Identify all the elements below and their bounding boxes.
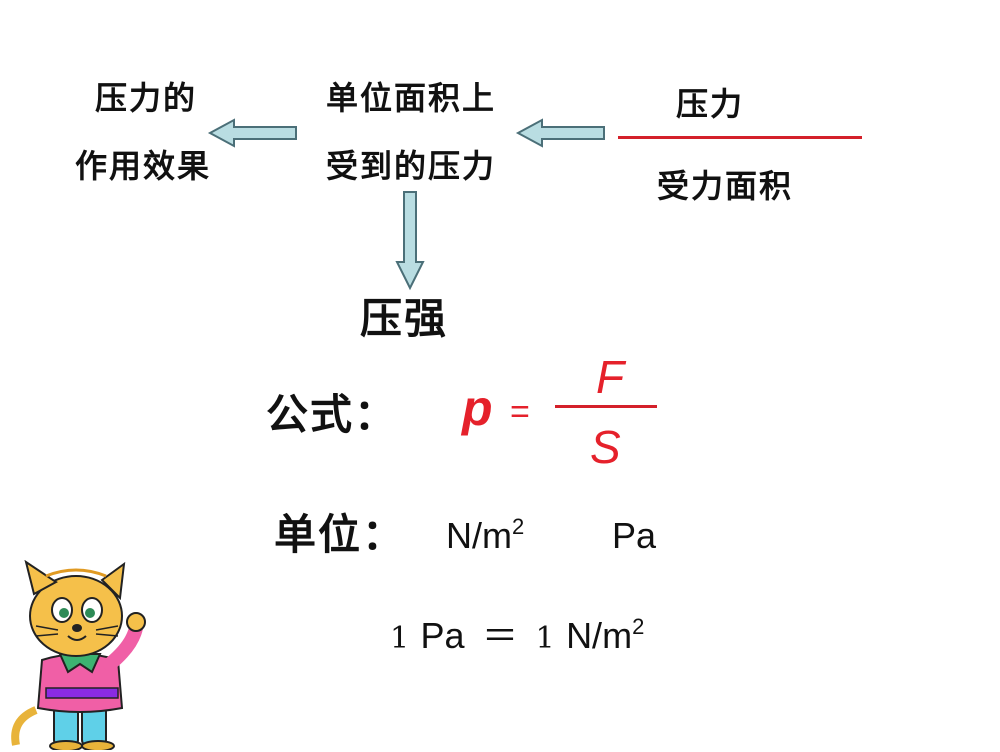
- pressure-fraction-denominator: 受力面积: [656, 167, 793, 205]
- equivalence-right-unit-exponent: 2: [632, 614, 645, 639]
- down-arrow-icon: [395, 191, 425, 291]
- equivalence-right-unit: N/m2: [566, 615, 644, 656]
- unit-newton-per-square-meter: N/m2: [446, 514, 524, 558]
- equivalence-right-number: 1: [535, 621, 555, 656]
- formula-lhs: p: [462, 380, 493, 436]
- unit-pascal: Pa: [612, 515, 657, 556]
- formula-equals: =: [510, 393, 530, 431]
- pressure-effect-line1: 压力的: [94, 79, 197, 117]
- unit-label: 单位：: [274, 510, 407, 559]
- pascal-equivalence: 1 Pa ＝ 1 N/m2: [390, 614, 644, 661]
- unit-area-force-text: 单位面积上 受到的压力: [306, 78, 516, 186]
- formula-fraction-line: [555, 405, 657, 408]
- cartoon-cat-icon: [11, 560, 146, 750]
- unit-area-line1: 单位面积上: [325, 79, 496, 117]
- pressure-fraction-line: [618, 136, 862, 139]
- pressure-term: 压强: [360, 294, 449, 343]
- pressure-fraction-numerator: 压力: [675, 85, 744, 123]
- unit1-exponent: 2: [512, 514, 525, 539]
- unit1-base: N/m: [446, 515, 512, 556]
- unit-area-line2: 受到的压力: [325, 147, 496, 185]
- pressure-effect-line2: 作用效果: [74, 147, 211, 185]
- formula-label: 公式：: [266, 390, 399, 439]
- formula-numerator: F: [596, 351, 625, 403]
- left-arrow-icon: [207, 118, 297, 148]
- equivalence-equals: ＝: [482, 616, 519, 657]
- equivalence-left-number: 1: [390, 621, 410, 656]
- left-arrow-icon: [515, 118, 605, 148]
- equivalence-right-unit-base: N/m: [566, 615, 633, 656]
- formula-denominator: S: [590, 421, 621, 473]
- equivalence-left-unit: Pa: [420, 615, 465, 656]
- pressure-effect-text: 压力的 作用效果: [58, 78, 228, 186]
